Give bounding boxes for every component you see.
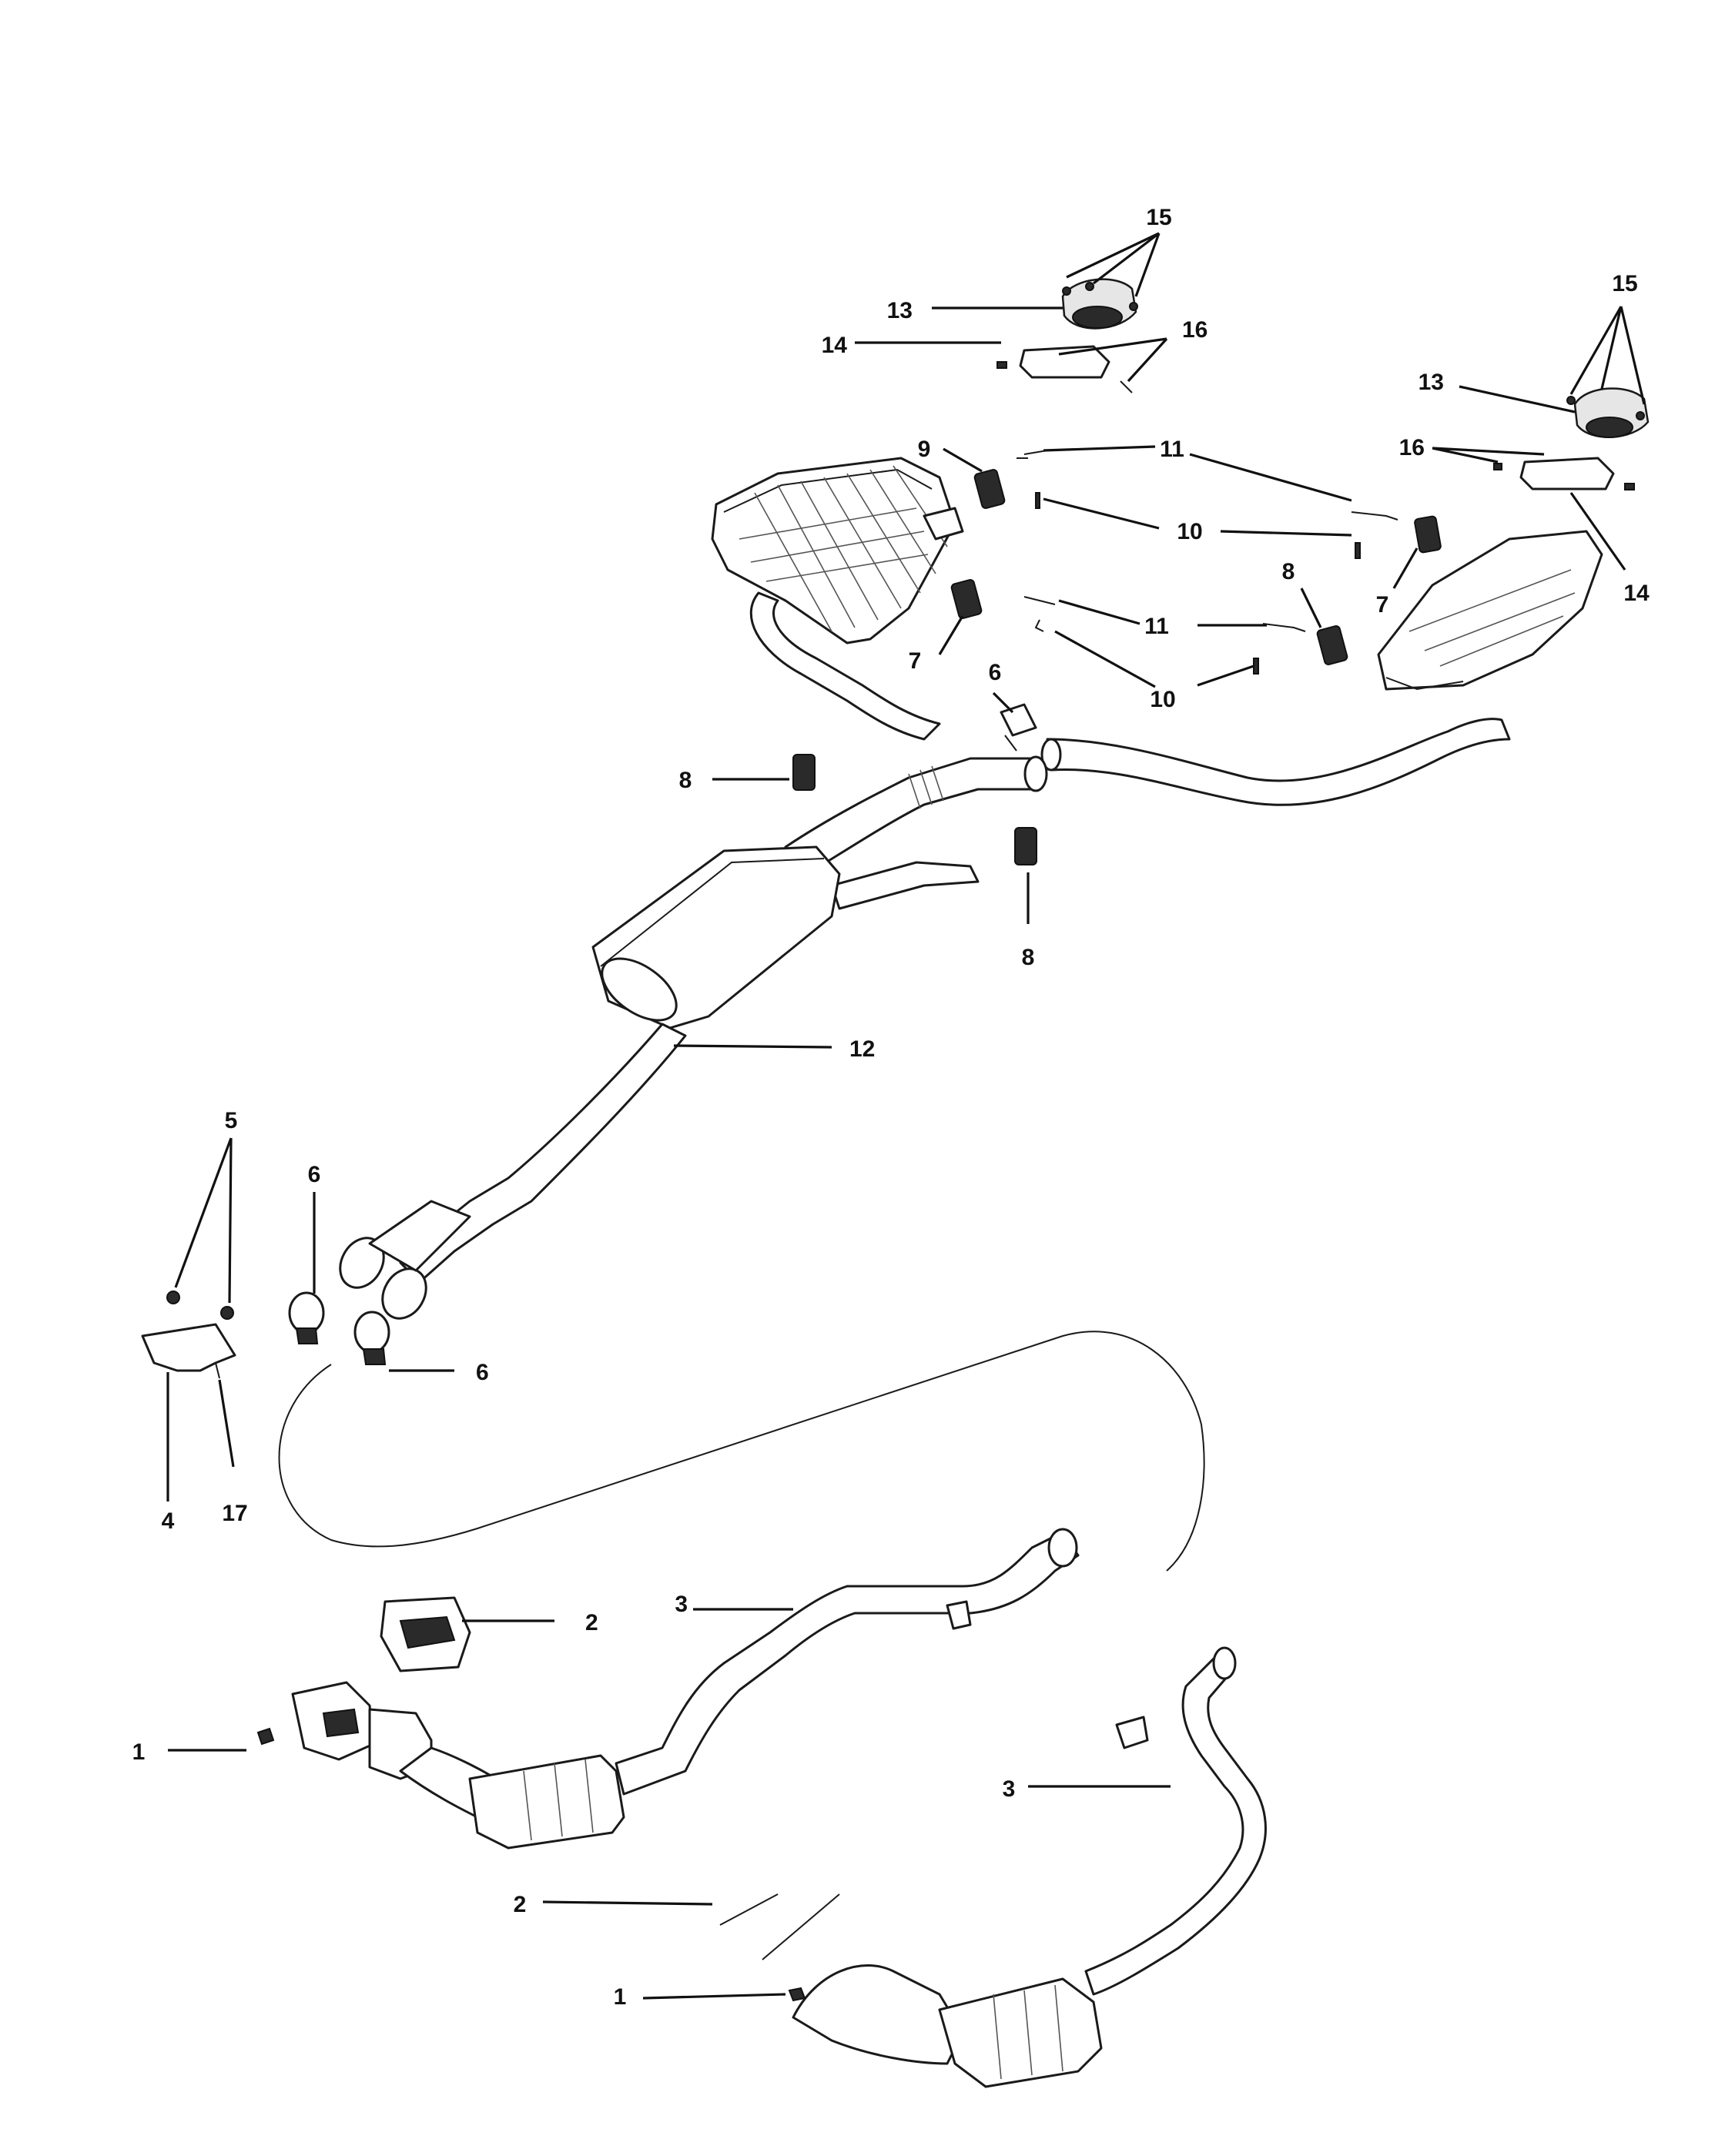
callout-14-right: 14 [1623, 581, 1650, 606]
callout-9: 9 [918, 437, 931, 462]
clamp-left [288, 1291, 325, 1344]
callout-8-lower: 8 [1022, 945, 1035, 970]
callout-labels: 15 13 14 16 15 13 16 14 9 11 10 8 7 11 7… [132, 205, 1650, 2010]
routing-loop [278, 1331, 1205, 1572]
callout-16-right: 16 [1399, 435, 1425, 460]
rear-muffler-left [711, 457, 964, 741]
callout-15-right: 15 [1612, 271, 1637, 296]
callout-14-top: 14 [822, 333, 848, 358]
callout-11-upper: 11 [1160, 437, 1184, 462]
isolator-8-left [792, 754, 816, 791]
gasket-upper [380, 1596, 471, 1672]
callout-10-upper: 10 [1177, 519, 1202, 544]
callout-8-right: 8 [1282, 559, 1295, 584]
bolt-10 [1034, 492, 1361, 675]
callout-7-upper: 7 [909, 648, 922, 674]
isolator-8-right [1316, 625, 1348, 665]
callout-2-upper: 2 [585, 1610, 598, 1635]
front-left-catalytic-assembly [291, 1528, 1080, 1850]
hanger-assembly-left [996, 278, 1138, 393]
support-bracket [141, 1291, 236, 1379]
callout-17: 17 [222, 1501, 247, 1526]
bolt-1-upper [256, 1727, 275, 1746]
callout-10-lower: 10 [1150, 687, 1175, 712]
rear-muffler-right [1377, 530, 1603, 691]
center-muffler-assembly [339, 755, 1048, 1320]
callout-16-top: 16 [1182, 317, 1208, 343]
callout-3-lower: 3 [1003, 1776, 1016, 1802]
hanger-rod-11-lower [1023, 596, 1306, 632]
bolt-1-lower [788, 1987, 806, 2002]
callout-13-top: 13 [887, 298, 913, 323]
callout-6-upper: 6 [989, 660, 1002, 685]
callout-1-lower: 1 [614, 1984, 627, 2010]
callout-7-right: 7 [1376, 592, 1389, 618]
callout-12: 12 [849, 1036, 875, 1062]
callout-5: 5 [225, 1108, 238, 1133]
callout-8-left: 8 [679, 768, 692, 793]
callout-6-lower: 6 [476, 1360, 489, 1385]
gasket-lower [719, 1893, 840, 1960]
isolator-7-right [1414, 515, 1442, 554]
callout-2-lower: 2 [514, 1892, 527, 1917]
callout-6-left: 6 [308, 1162, 321, 1187]
callout-1-upper: 1 [132, 1739, 146, 1765]
callout-15-top: 15 [1146, 205, 1171, 230]
leader-lines [166, 232, 1646, 2000]
hanger-rod-11-upper [1017, 450, 1398, 521]
isolator-7-upper [950, 579, 983, 619]
isolator-9 [973, 469, 1006, 509]
callout-13-right: 13 [1419, 370, 1444, 395]
callout-3-upper: 3 [675, 1592, 688, 1617]
clamp-right [353, 1311, 390, 1365]
hanger-assembly-right [1493, 387, 1650, 490]
callout-4: 4 [162, 1508, 175, 1534]
intermediate-pipe-right [1040, 718, 1511, 806]
callout-11-lower: 11 [1144, 614, 1169, 639]
front-right-catalytic-assembly [792, 1646, 1267, 2088]
clamp-upper [1000, 703, 1037, 752]
isolator-8-lower [1014, 827, 1037, 865]
